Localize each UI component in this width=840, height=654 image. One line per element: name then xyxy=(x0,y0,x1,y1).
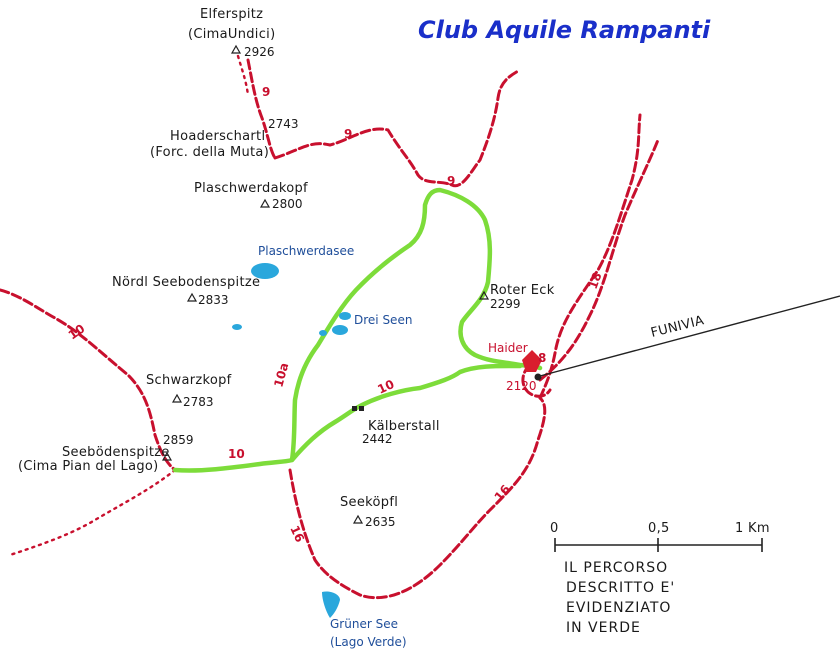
trail-number-9c: 9 xyxy=(447,174,455,188)
elferspitz-alt: (CimaUndici) xyxy=(188,27,275,42)
trail-18 xyxy=(538,138,660,382)
note-line-1: IL PERCORSO xyxy=(564,560,668,576)
seeboeden-elev: 2859 xyxy=(163,433,194,447)
schwarzkopf-elev: 2783 xyxy=(183,395,214,409)
trail-8-east xyxy=(538,113,642,400)
funivia-line xyxy=(534,295,840,381)
trail-haider-loop xyxy=(521,363,552,398)
trail-9-ridge xyxy=(273,68,522,188)
triangle-elferspitz xyxy=(230,44,242,54)
triangle-seekoepfl xyxy=(352,514,364,524)
triangle-roter-eck xyxy=(478,290,490,300)
scale-labels: 0 0,5 1 Km xyxy=(550,521,770,536)
lake-labels: Plaschwerdasee Drei Seen Grüner See (Lag… xyxy=(258,244,412,649)
plaschwerdakopf-name: Plaschwerdakopf xyxy=(194,181,308,196)
triangle-noerdl xyxy=(186,292,198,302)
seekoepfl-name: Seeköpfl xyxy=(340,495,398,510)
lakes xyxy=(232,263,351,618)
haider-elev: 2120 xyxy=(506,379,537,393)
hoaderscharte-elev: 2743 xyxy=(268,117,299,131)
small-lake xyxy=(232,324,242,330)
kaelberstall-elev: 2442 xyxy=(362,432,393,446)
trail-number-18: 18 xyxy=(586,271,605,291)
seeboeden-alt: (Cima Pian del Lago) xyxy=(18,459,159,474)
noerdl-elev: 2833 xyxy=(198,293,229,307)
dotted-trails xyxy=(8,54,250,557)
trail-dotted-north xyxy=(236,54,250,97)
green-route xyxy=(172,187,543,473)
haider-hut-marker xyxy=(522,350,542,372)
kaelberstall-name: Kälberstall xyxy=(368,419,440,434)
roter-eck-elev: 2299 xyxy=(490,297,521,311)
triangle-schwarzkopf xyxy=(171,393,183,403)
scale-zero: 0 xyxy=(550,521,559,536)
note-line-2: DESCRITTO E' xyxy=(566,580,675,596)
trail-dotted-west xyxy=(8,468,177,557)
plaschwerdakopf-elev: 2800 xyxy=(272,197,303,211)
hoaderscharte-alt: (Forc. della Muta) xyxy=(150,145,269,160)
lago-verde-label: (Lago Verde) xyxy=(330,635,407,649)
scale-bar xyxy=(554,538,763,552)
plaschwerdasee-label: Plaschwerdasee xyxy=(258,244,354,258)
route-lower-leg xyxy=(289,363,523,463)
triangle-seeboeden xyxy=(161,451,173,461)
triangle-plaschwerdakopf xyxy=(259,198,271,208)
gruener-see-lake xyxy=(322,591,340,618)
drei-seen-label: Drei Seen xyxy=(354,313,412,327)
note-line-4: IN VERDE xyxy=(566,620,641,636)
trail-number-9b: 9 xyxy=(344,127,352,141)
drei-seen-lake-3 xyxy=(319,330,327,336)
haider-name: Haider xyxy=(488,341,528,355)
roter-eck-name: Roter Eck xyxy=(490,283,555,298)
gruener-see-label: Grüner See xyxy=(330,617,398,631)
trail-number-10c: 10 xyxy=(228,447,245,461)
red-trails xyxy=(0,58,660,600)
seeboeden-name: Seebödenspitze xyxy=(62,445,170,460)
noerdl-name: Nördl Seebodenspitze xyxy=(112,275,260,290)
drei-seen-lake-2 xyxy=(332,325,348,335)
seekoepfl-elev: 2635 xyxy=(365,515,396,529)
note-line-3: EVIDENZIATO xyxy=(566,600,671,616)
kaelberstall-marker xyxy=(352,406,364,411)
hoaderscharte-name: Hoaderschartl xyxy=(170,129,265,144)
peak-labels: Elferspitz (CimaUndici) 2926 2743 Hoader… xyxy=(18,7,555,529)
scale-one: 1 Km xyxy=(735,521,770,536)
elferspitz-name: Elferspitz xyxy=(200,7,263,22)
trail-9-north xyxy=(246,58,277,160)
trail-16-south xyxy=(288,396,547,600)
trail-number-16a: 16 xyxy=(287,523,307,544)
route-note: IL PERCORSO DESCRITTO E' EVIDENZIATO IN … xyxy=(564,560,675,636)
plaschwerdasee-lake xyxy=(251,263,279,279)
schwarzkopf-name: Schwarzkopf xyxy=(146,373,232,388)
trail-number-9a: 9 xyxy=(262,85,270,99)
trail-10-west xyxy=(0,288,177,472)
peak-markers xyxy=(161,44,490,524)
drei-seen-lake-1 xyxy=(339,312,351,320)
trail-number-16b: 16 xyxy=(492,482,513,504)
elferspitz-elev: 2926 xyxy=(244,45,275,59)
club-title: Club Aquile Rampanti xyxy=(418,16,711,44)
funivia-label: FUNIVIA xyxy=(649,313,705,341)
trail-number-10a-route: 10a xyxy=(271,361,291,389)
trail-number-8: 8 xyxy=(538,351,546,365)
route-west-loop xyxy=(172,187,543,473)
trail-number-10b: 10 xyxy=(375,377,396,397)
scale-half: 0,5 xyxy=(648,521,670,536)
